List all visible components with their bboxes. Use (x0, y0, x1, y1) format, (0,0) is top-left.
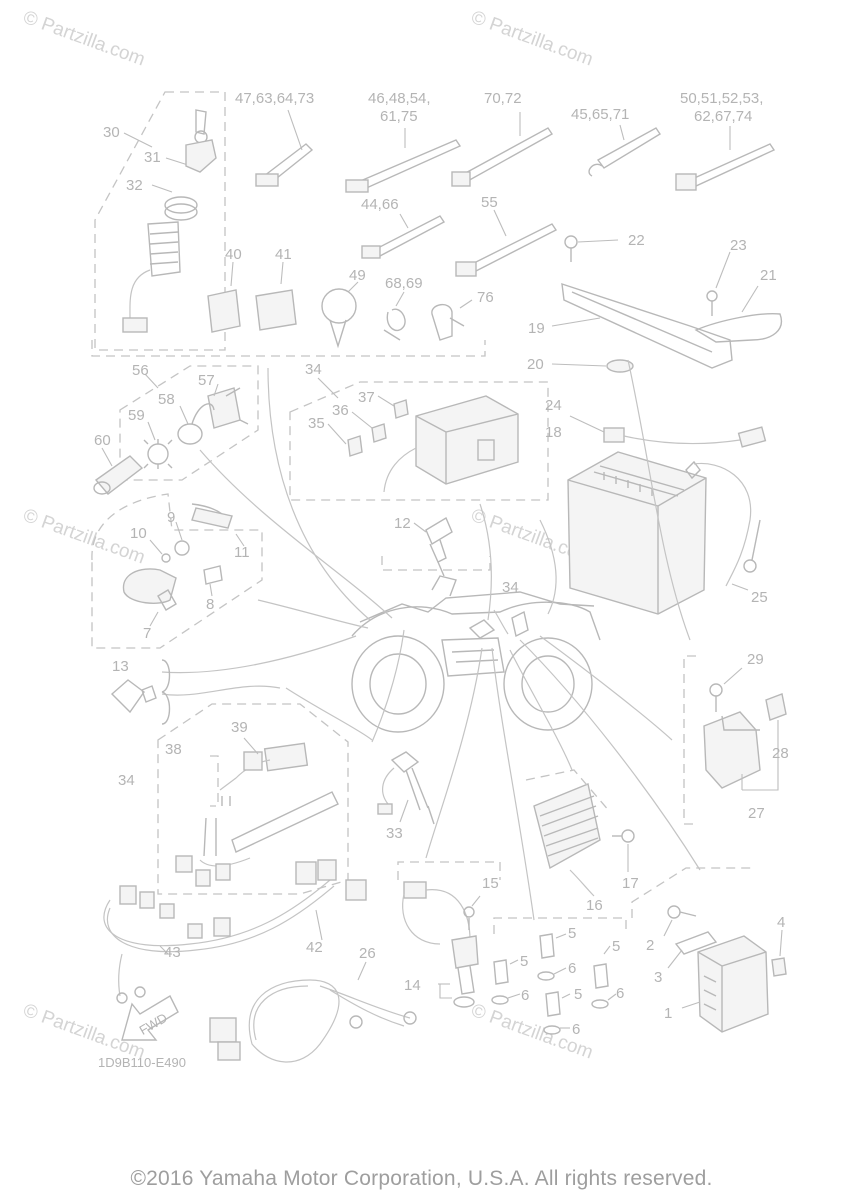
fwd-label: FWD (137, 1010, 170, 1038)
watermark: © Partzilla.com (20, 1000, 147, 1064)
part-label-4: 4 (777, 914, 785, 931)
part-label-37: 37 (358, 389, 375, 406)
part-label-22: 22 (628, 232, 645, 249)
wire-harness-group (103, 859, 367, 1004)
spark-plug-group (381, 516, 491, 577)
battery-band-group (551, 235, 783, 373)
part-label-6: 6 (521, 987, 529, 1004)
part-label-5: 5 (612, 938, 620, 955)
part-label-34: 34 (305, 361, 322, 378)
part-label-6: 6 (616, 985, 624, 1002)
part-label-7: 7 (143, 625, 151, 642)
part-label-19: 19 (528, 320, 545, 337)
part-label-59: 59 (128, 407, 145, 424)
part-label-55: 55 (481, 194, 498, 211)
part-label-16: 16 (586, 897, 603, 914)
part-label-36: 36 (332, 402, 349, 419)
part-label-6: 6 (572, 1021, 580, 1038)
part-label-43: 43 (164, 944, 181, 961)
part-label-35: 35 (308, 415, 325, 432)
power-socket-group (93, 365, 259, 495)
part-label-60: 60 (94, 432, 111, 449)
part-label-76: 76 (477, 289, 494, 306)
watermark: © Partzilla.com (20, 505, 147, 569)
part-label-27: 27 (748, 805, 765, 822)
copyright-notice: ©2016 Yamaha Motor Corporation, U.S.A. A… (130, 1167, 713, 1190)
watermark: © Partzilla.com (468, 7, 595, 71)
pressure-switches-group (491, 917, 627, 1035)
part-label-24: 24 (545, 397, 562, 414)
part-label-34: 34 (502, 579, 519, 596)
part-label-29: 29 (747, 651, 764, 668)
part-label-20: 20 (527, 356, 544, 373)
part-label-30: 30 (103, 124, 120, 141)
sensor-13-group (110, 659, 171, 725)
diagram-code: 1D9B110-E490 (98, 1055, 186, 1070)
watermark: © Partzilla.com (20, 7, 147, 71)
part-label-47-63-64-73: 47,63,64,73 (235, 90, 314, 107)
part-label-39: 39 (231, 719, 248, 736)
part-label-15: 15 (482, 875, 499, 892)
cable-ties-group (255, 109, 776, 277)
part-label-46-48-54: 46,48,54, (368, 90, 431, 107)
part-label-44-66: 44,66 (361, 196, 399, 213)
part-label-5: 5 (574, 986, 582, 1003)
part-label-42: 42 (306, 939, 323, 956)
part-label-58: 58 (158, 391, 175, 408)
part-label-32: 32 (126, 177, 143, 194)
part-label-31: 31 (144, 149, 161, 166)
cdi-unit-group (631, 867, 787, 1033)
part-label-49: 49 (349, 267, 366, 284)
part-label-62-67-74: 62,67,74 (694, 108, 752, 125)
part-label-14: 14 (404, 977, 421, 994)
part-label-57: 57 (198, 372, 215, 389)
part-label-9: 9 (167, 509, 175, 526)
part-label-68-69: 68,69 (385, 275, 423, 292)
part-label-3: 3 (654, 969, 662, 986)
relays-clamps-group (91, 261, 486, 357)
part-label-18: 18 (545, 424, 562, 441)
part-label-11: 11 (234, 544, 250, 561)
part-label-41: 41 (275, 246, 292, 263)
part-label-33: 33 (386, 825, 403, 842)
junction-box-group (289, 377, 549, 501)
part-label-10: 10 (130, 525, 147, 542)
part-label-56: 56 (132, 362, 149, 379)
main-switch-group (94, 91, 226, 351)
part-label-25: 25 (751, 589, 768, 606)
part-label-2: 2 (646, 937, 654, 954)
part-label-5: 5 (568, 925, 576, 942)
relay-27-group (683, 655, 787, 825)
part-label-50-51-52-53: 50,51,52,53, (680, 90, 763, 107)
part-label-70-72: 70,72 (484, 90, 522, 107)
part-label-1: 1 (664, 1005, 672, 1022)
part-label-40: 40 (225, 246, 242, 263)
part-label-21: 21 (760, 267, 777, 284)
part-label-38: 38 (165, 741, 182, 758)
battery-group (567, 415, 767, 615)
fwd-arrow: FWD (121, 995, 179, 1041)
part-label-13: 13 (112, 658, 129, 675)
sensor-14-group (397, 861, 501, 1008)
atv-illustration (351, 575, 601, 733)
sub-harness-group (157, 703, 349, 895)
part-label-12: 12 (394, 515, 411, 532)
part-label-6: 6 (568, 960, 576, 977)
rectifier-group (525, 769, 635, 897)
part-label-5: 5 (520, 953, 528, 970)
leader-lines (161, 359, 701, 921)
part-label-61-75: 61,75 (380, 108, 418, 125)
starter-relay-group (91, 493, 263, 649)
part-label-26: 26 (359, 945, 376, 962)
part-label-28: 28 (772, 745, 789, 762)
sensor-33-group (377, 751, 435, 825)
battery-leads-group (209, 961, 417, 1063)
part-label-8: 8 (206, 596, 214, 613)
part-label-45-65-71: 45,65,71 (571, 106, 629, 123)
part-label-17: 17 (622, 875, 639, 892)
part-label-23: 23 (730, 237, 747, 254)
part-label-34: 34 (118, 772, 135, 789)
